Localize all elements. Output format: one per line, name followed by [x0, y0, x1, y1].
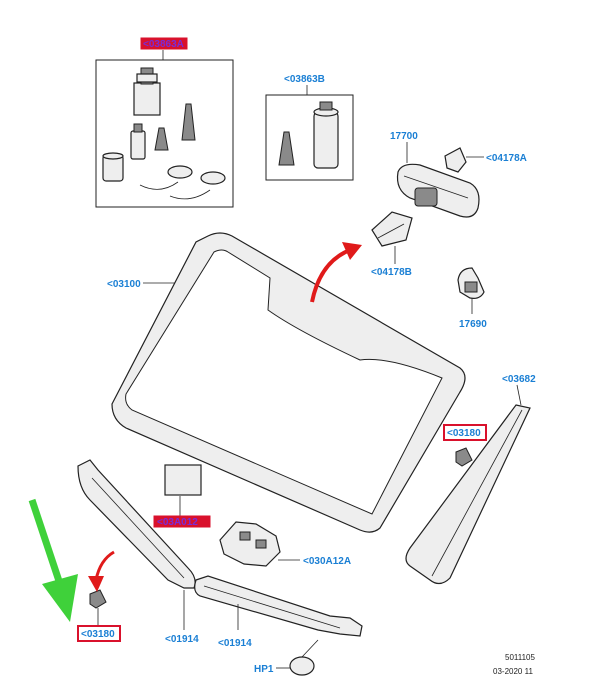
pad-icon	[164, 464, 202, 496]
cowl-right-label[interactable]: <01914	[218, 638, 252, 649]
kit-a-label[interactable]: <03863A	[143, 39, 184, 50]
bracket: <030A12A	[219, 521, 351, 567]
plug: HP1	[254, 639, 319, 676]
bracket-icon	[219, 521, 281, 567]
sensor-label[interactable]: 17690	[459, 319, 487, 330]
tube-icon	[313, 111, 339, 169]
nozzle-icon	[278, 131, 295, 166]
clip-right: <03180	[443, 424, 487, 467]
clip-left: <03180	[77, 589, 121, 642]
mirror-label[interactable]: 17700	[390, 131, 418, 142]
mirror-cover-label[interactable]: <04178A	[486, 153, 527, 164]
mirror-base-label[interactable]: <04178B	[371, 267, 412, 278]
red-arrow-mirror	[310, 242, 362, 303]
ref-number: 5011105	[505, 653, 536, 662]
cowl-left-label[interactable]: <01914	[165, 634, 199, 645]
bracket-label[interactable]: <030A12A	[303, 556, 351, 567]
clip-left-label[interactable]: <03180	[81, 629, 115, 640]
nozzle-icon	[181, 103, 196, 141]
kit-b-box	[265, 94, 354, 181]
rear-view-mirror: 17700	[390, 131, 480, 218]
adhesive-kit-b: <03863B	[265, 74, 354, 181]
clip-left-frame	[77, 625, 121, 642]
sensor-pad: <03A012	[153, 464, 211, 528]
clip-right-frame	[443, 424, 487, 441]
mirror-cover: <04178A	[444, 147, 527, 173]
cowl-panel-left: <01914	[77, 459, 199, 645]
cover-icon	[444, 147, 467, 173]
rain-sensor: 17690	[457, 267, 487, 330]
plug-icon	[289, 656, 315, 676]
pillar-trim-label[interactable]: <03682	[502, 374, 536, 385]
green-arrow	[28, 498, 78, 622]
sensor-pad-label[interactable]: <03A012	[157, 517, 198, 528]
windshield: <03100	[107, 232, 466, 533]
date-code: 03-2020 11	[493, 667, 533, 676]
base-icon	[371, 211, 413, 247]
adhesive-kit-a: <03863A	[95, 37, 234, 208]
cartridge-icon	[133, 82, 161, 116]
red-arrow-clip	[88, 550, 115, 592]
bottle-icon	[130, 130, 146, 160]
mirror-icon	[396, 163, 480, 218]
mesh-pad-icon	[167, 165, 193, 179]
pillar-trim: <03682	[405, 374, 536, 585]
mirror-base: <04178B	[371, 211, 413, 278]
cowl-panel-right: <01914	[194, 575, 363, 649]
cowl-left-icon	[77, 459, 196, 589]
trim-icon	[405, 404, 531, 585]
clip-icon	[89, 589, 107, 609]
clip-icon	[455, 447, 473, 467]
kit-a-highlight	[140, 37, 188, 50]
kit-a-box	[95, 59, 234, 208]
cowl-right-icon	[194, 575, 363, 637]
clip-right-label[interactable]: <03180	[447, 428, 481, 439]
windshield-label[interactable]: <03100	[107, 279, 141, 290]
sensor-pad-highlight	[153, 515, 211, 528]
kit-b-label[interactable]: <03863B	[284, 74, 325, 85]
plug-label[interactable]: HP1	[254, 664, 274, 675]
